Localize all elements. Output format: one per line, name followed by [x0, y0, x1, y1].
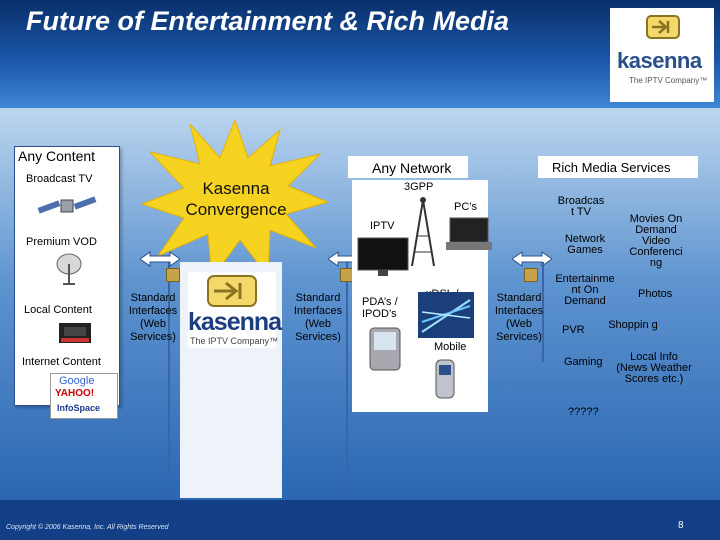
right-standard-interfaces-label: Standard Interfaces (Web Services)	[494, 292, 544, 343]
mobile-label: Mobile	[434, 341, 467, 353]
service-movies-video-conferencing: Movies On Demand Video Conferenci ng	[629, 213, 683, 269]
fiber-optic-icon	[418, 292, 474, 338]
iptv-label: IPTV	[370, 220, 395, 232]
any-network-header-box	[348, 156, 468, 178]
logo-tagline: The IPTV Company™	[629, 76, 708, 85]
infospace-logo: InfoSpace	[57, 403, 101, 413]
service-entertainment-on-demand: Entertainme nt On Demand	[555, 273, 615, 307]
right-interfaces-divider	[542, 262, 544, 362]
copyright-text: Copyright © 2006 Kasenna, Inc. All Right…	[6, 524, 169, 531]
left-interfaces-divider	[168, 262, 170, 498]
yahoo-logo: YAHOO!	[55, 388, 95, 399]
service-network-games: Network Games	[564, 233, 606, 256]
logo-panel	[610, 8, 714, 102]
footer-band	[0, 500, 720, 540]
satellite-icon	[37, 196, 97, 214]
service-unknown: ?????	[568, 406, 599, 418]
page-number: 8	[678, 520, 684, 531]
service-shopping: Shoppin g	[608, 319, 658, 331]
pdas-label: PDA’s / IPOD’s	[362, 296, 398, 320]
kasenna-center-logo-box	[188, 272, 276, 348]
right-arrow-icon	[512, 251, 552, 267]
kasenna-center-wordmark: kasenna	[188, 308, 282, 336]
kasenna-convergence-starburst	[140, 118, 330, 280]
slide-title: Future of Entertainment & Rich Media	[26, 6, 510, 36]
service-gaming: Gaming	[564, 356, 603, 368]
pcs-label: PC’s	[454, 201, 478, 213]
pda-icon	[369, 327, 401, 371]
premium-vod-label: Premium VOD	[26, 236, 97, 248]
left-arrow-icon	[140, 251, 180, 267]
title-bar	[0, 0, 720, 108]
3gpp-label: 3GPP	[404, 181, 434, 193]
satellite-dish-icon	[56, 253, 82, 285]
videotape-icon	[59, 323, 91, 343]
service-pvr: PVR	[562, 324, 585, 336]
cell-tower-icon	[411, 197, 435, 267]
left-connector-dot	[166, 268, 180, 282]
any-content-panel	[14, 146, 120, 406]
local-content-label: Local Content	[24, 304, 92, 316]
kasenna-logo-icon	[646, 15, 680, 39]
kasenna-center-logo-icon	[207, 275, 257, 307]
mobile-phone-icon	[435, 359, 455, 399]
any-network-header: Any Network	[372, 160, 452, 176]
service-broadcast-tv: Broadcas t TV	[557, 195, 605, 218]
mid-standard-interfaces-label: Standard Interfaces (Web Services)	[293, 292, 343, 343]
kasenna-center-tagline: The IPTV Company™	[190, 336, 279, 346]
google-logo: Google	[59, 375, 95, 387]
broadcast-tv-label: Broadcast TV	[26, 173, 93, 185]
any-content-header: Any Content	[18, 148, 96, 164]
laptop-icon	[446, 217, 492, 250]
right-connector-dot	[524, 268, 538, 282]
rich-media-header: Rich Media Services	[552, 160, 671, 175]
left-standard-interfaces-label: Standard Interfaces (Web Services)	[128, 292, 178, 343]
service-local-info: Local Info (News Weather Scores etc.)	[616, 351, 692, 385]
kasenna-convergence-label: Kasenna Convergence	[185, 179, 287, 219]
internet-logos-box: Google YAHOO! InfoSpace	[50, 373, 118, 419]
logo-wordmark: kasenna	[617, 48, 702, 73]
rich-media-header-box	[538, 156, 698, 178]
mid-interfaces-divider	[346, 262, 348, 498]
internet-content-label: Internet Content	[22, 356, 101, 368]
service-photos: Photos	[638, 288, 673, 300]
television-icon	[357, 237, 409, 276]
